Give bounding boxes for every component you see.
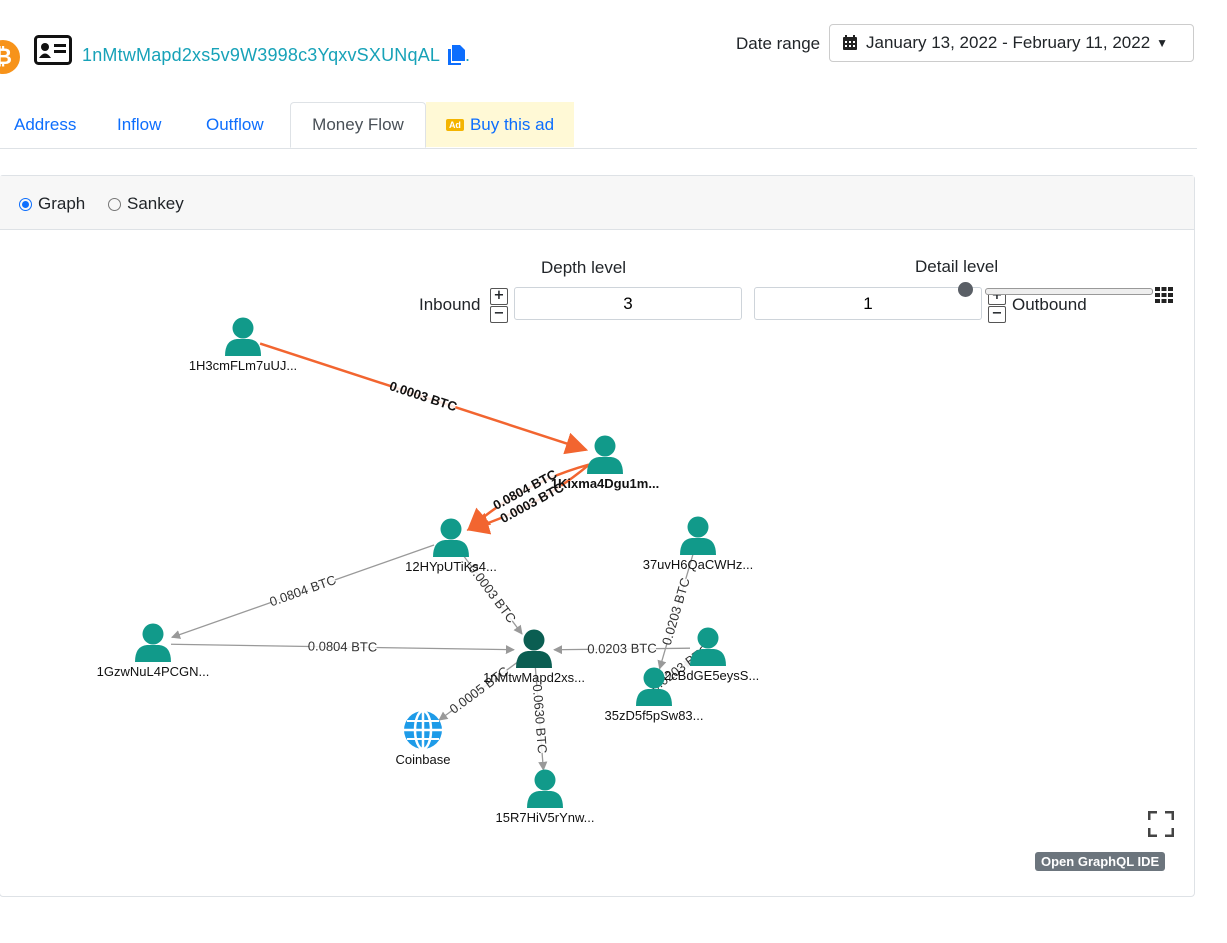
radio-graph[interactable]: Graph bbox=[19, 194, 85, 214]
date-range-value: January 13, 2022 - February 11, 2022 bbox=[866, 33, 1151, 52]
graph-node[interactable]: 1H3cmFLm7uUJ... bbox=[189, 317, 297, 374]
node-label: 1Kixma4Dgu1m... bbox=[551, 476, 659, 491]
open-graphql-ide-button[interactable]: Open GraphQL IDE bbox=[1035, 852, 1166, 871]
graph-node[interactable]: 1Kixma4Dgu1m... bbox=[551, 435, 659, 492]
graph-edge[interactable]: 0.0630 BTC bbox=[529, 667, 551, 771]
copy-icon[interactable] bbox=[447, 45, 465, 65]
detail-level-slider[interactable] bbox=[985, 288, 1153, 295]
graph-node[interactable]: 1nMtwMapd2xs... bbox=[483, 629, 585, 686]
node-label: Coinbase bbox=[396, 752, 451, 767]
edge-label-bg bbox=[587, 640, 657, 657]
edge-label-bg bbox=[659, 576, 693, 647]
node-label: 12HYpUTiKs4... bbox=[405, 559, 497, 574]
depth-level-label: Depth level bbox=[541, 258, 627, 277]
graph-edge[interactable]: 0.0003 BTC bbox=[259, 342, 589, 455]
tab-address[interactable]: Address bbox=[14, 114, 77, 134]
edge-label: 0.0630 BTC bbox=[530, 684, 550, 754]
date-range-picker[interactable]: January 13, 2022 - February 11, 2022 ▼ bbox=[829, 24, 1194, 62]
graph-edge[interactable]: 0.0804 BTC bbox=[171, 544, 435, 639]
node-label: 1nMtwMapd2xs... bbox=[483, 670, 585, 685]
id-card-icon bbox=[34, 35, 72, 65]
graph-node[interactable]: 35zD5f5pSw83... bbox=[604, 667, 704, 724]
graph-node[interactable]: 32cBdGE5eysS... bbox=[657, 627, 760, 684]
tab-buy-ad[interactable]: Ad Buy this ad bbox=[426, 102, 574, 147]
node-label: 15R7HiV5rYnw... bbox=[496, 810, 595, 825]
user-icon bbox=[587, 435, 623, 474]
graph-node[interactable]: 12HYpUTiKs4... bbox=[405, 518, 497, 575]
user-icon bbox=[225, 317, 261, 356]
fullscreen-icon[interactable] bbox=[1148, 811, 1174, 837]
user-icon bbox=[636, 667, 672, 706]
address-suffix: . bbox=[465, 45, 471, 65]
edge-label: 0.0203 BTC bbox=[659, 576, 693, 647]
user-icon bbox=[135, 623, 171, 662]
edge-label-bg bbox=[529, 684, 551, 754]
radio-sankey-label: Sankey bbox=[127, 194, 184, 213]
inbound-label: Inbound bbox=[419, 295, 481, 314]
graph-node[interactable]: Coinbase bbox=[396, 709, 451, 767]
globe-icon bbox=[404, 709, 442, 751]
edge-label-bg bbox=[491, 466, 559, 513]
calendar-icon bbox=[843, 35, 857, 50]
edge-label: 0.0203 BTC bbox=[587, 641, 657, 657]
inbound-minus-button[interactable]: − bbox=[490, 306, 508, 323]
radio-sankey[interactable]: Sankey bbox=[108, 194, 184, 214]
graph-node[interactable]: 37uvH6QaCWHz... bbox=[643, 516, 754, 573]
tab-money-flow[interactable]: Money Flow bbox=[290, 102, 426, 148]
edge-label-bg bbox=[268, 572, 338, 610]
user-icon bbox=[680, 516, 716, 555]
tab-bar: Address Inflow Outflow Money Flow Ad Buy… bbox=[0, 102, 1197, 149]
edge-label: 0.0804 BTC bbox=[268, 572, 338, 609]
edge-label-bg bbox=[308, 638, 377, 655]
detail-level-slider-handle[interactable] bbox=[958, 282, 973, 297]
node-label: 32cBdGE5eysS... bbox=[657, 668, 760, 683]
money-flow-card: Graph Sankey bbox=[0, 175, 1195, 897]
node-label: 35zD5f5pSw83... bbox=[604, 708, 703, 723]
tab-buy-ad-label: Buy this ad bbox=[469, 114, 555, 134]
user-icon bbox=[690, 627, 726, 666]
date-range-label: Date range bbox=[736, 34, 821, 53]
edge-label: 0.0003 BTC bbox=[388, 378, 460, 414]
graph-node[interactable]: 1GzwNuL4PCGN... bbox=[97, 623, 210, 680]
inbound-stepper: + − bbox=[490, 288, 508, 323]
graph-edge[interactable]: 0.0804 BTC bbox=[170, 638, 515, 655]
outbound-label: Outbound bbox=[1012, 295, 1087, 314]
radio-sankey-dot bbox=[108, 197, 121, 211]
graph-edge[interactable]: 0.0003 BTC bbox=[466, 463, 590, 535]
user-icon bbox=[433, 518, 469, 557]
graph-edge[interactable]: 0.0203 BTC bbox=[553, 640, 691, 657]
view-selector: Graph Sankey bbox=[0, 176, 1194, 230]
outbound-minus-button[interactable]: − bbox=[988, 306, 1006, 323]
node-label: 1H3cmFLm7uUJ... bbox=[189, 358, 297, 373]
chevron-down-icon: ▼ bbox=[1156, 36, 1169, 50]
user-icon bbox=[527, 769, 563, 808]
inbound-plus-button[interactable]: + bbox=[490, 288, 508, 305]
node-label: 1GzwNuL4PCGN... bbox=[97, 664, 210, 679]
grid-icon[interactable] bbox=[1155, 287, 1173, 303]
edge-label-bg bbox=[388, 378, 458, 414]
edge-label-bg bbox=[465, 561, 519, 626]
edge-label-bg bbox=[447, 663, 511, 717]
tab-outflow[interactable]: Outflow bbox=[206, 114, 264, 134]
radio-graph-dot bbox=[19, 197, 32, 211]
ad-badge: Ad bbox=[445, 118, 464, 131]
address-link[interactable]: 1nMtwMapd2xs5v9W3998c3YqxvSXUNqAL bbox=[82, 45, 441, 65]
inbound-depth-input[interactable] bbox=[514, 287, 742, 320]
user-icon bbox=[516, 629, 552, 668]
graph-node[interactable]: 15R7HiV5rYnw... bbox=[496, 769, 595, 826]
outbound-depth-input[interactable] bbox=[754, 287, 982, 320]
bitcoin-icon: ₿ bbox=[0, 40, 20, 74]
edge-label: 0.0804 BTC bbox=[308, 638, 378, 654]
node-label: 37uvH6QaCWHz... bbox=[643, 557, 754, 572]
tab-inflow[interactable]: Inflow bbox=[117, 114, 162, 134]
radio-graph-label: Graph bbox=[38, 194, 86, 213]
detail-level-label: Detail level bbox=[915, 257, 999, 276]
edge-label-bg bbox=[498, 480, 566, 526]
